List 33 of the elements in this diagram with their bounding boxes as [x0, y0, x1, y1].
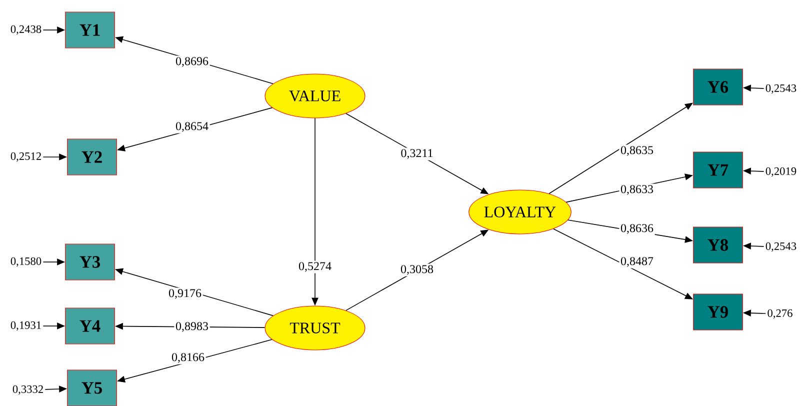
edge-label: 0,8983: [174, 320, 210, 334]
error-value: 0,2438: [10, 25, 42, 35]
edge-label: 0,3058: [399, 264, 435, 276]
indicator-box: Y6: [693, 68, 743, 106]
edge-label: 0,5274: [297, 260, 333, 274]
error-value: 0,2543: [766, 242, 796, 252]
indicator-box: Y7: [693, 152, 743, 188]
ellipse-node: VALUE: [264, 74, 366, 118]
indicator-box: Y1: [65, 12, 115, 48]
indicator-box: Y5: [67, 370, 117, 406]
ellipse-node: TRUST: [264, 306, 366, 350]
edge-label: 0,8166: [170, 352, 206, 364]
edge-label: 0,3211: [399, 148, 435, 160]
indicator-box: Y9: [693, 294, 743, 330]
indicator-box: Y2: [67, 138, 117, 176]
edge-label: 0,8654: [174, 120, 210, 134]
error-value: 0,2512: [10, 152, 41, 162]
error-value: 0,2543: [766, 84, 796, 94]
edge-label: 0,8696: [174, 56, 210, 68]
edge-label: 0,9176: [167, 288, 203, 300]
indicator-box: Y3: [65, 244, 115, 280]
edge-label: 0,8636: [619, 222, 655, 236]
edge-label: 0,8487: [619, 256, 655, 268]
indicator-box: Y8: [693, 226, 743, 264]
edge-label: 0,8633: [619, 184, 655, 196]
error-value: 0,3332: [12, 385, 43, 395]
error-value: 0,2019: [766, 167, 796, 177]
error-value: 0,1931: [10, 321, 41, 331]
edge-label: 0,8635: [619, 144, 655, 158]
ellipse-node: LOYALTY: [468, 190, 572, 234]
indicator-box: Y4: [65, 308, 115, 344]
error-value: 0,1580: [10, 257, 42, 267]
error-value: 0,276: [768, 309, 792, 319]
